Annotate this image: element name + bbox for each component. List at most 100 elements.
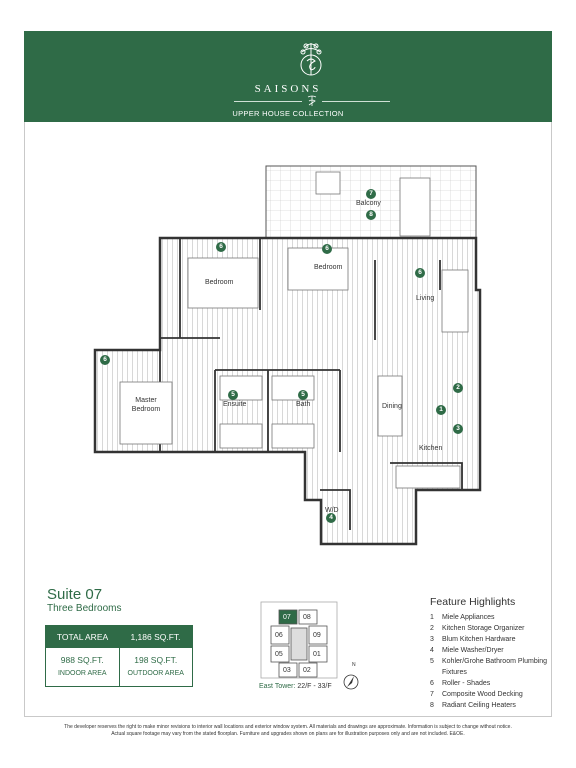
area-total-row: TOTAL AREA 1,186 SQ.FT. [46,626,192,648]
feature-number: 3 [430,636,434,643]
key-label-05: 05 [275,651,283,658]
kitchen-island [395,465,461,489]
room-label-balcony: Balcony [356,200,381,207]
dining-table [377,375,403,437]
feature-number: 4 [430,647,434,654]
room-label-master-bedroom: Master Bedroom [131,397,161,413]
indoor-area-label: INDOOR AREA [57,670,107,677]
feature-text: Miele Washer/Dryer [442,647,504,654]
feature-marker: 6 [216,242,226,252]
balcony-table [399,177,431,237]
feature-text: Roller - Shades [442,680,491,687]
feature-item: 4 Miele Washer/Dryer [430,645,550,656]
feature-marker: 5 [228,390,238,400]
collection-name: UPPER HOUSE COLLECTION [232,109,344,118]
key-unit-09 [308,625,328,645]
total-area-label: TOTAL AREA [56,632,109,642]
compass-label: N [352,662,356,668]
room-label-bedroom-2: Bedroom [314,264,343,271]
feature-text: Kohler/Grohe Bathroom Plumbing Fixtures [442,658,548,676]
bath-tub [271,423,315,449]
feature-text: Blum Kitchen Hardware [442,636,516,643]
feature-number: 1 [430,614,434,621]
key-label-01: 01 [313,651,321,658]
feature-number: 7 [430,691,434,698]
bed-1 [187,257,259,309]
compass-icon [343,674,359,690]
indoor-area-cell: 988 SQ.FT. INDOOR AREA [46,648,119,686]
features-title: Feature Highlights [430,596,516,608]
ensuite-vanity [219,375,263,401]
feature-marker: 2 [453,383,463,393]
brand-divider-left [234,101,302,102]
feature-marker: 6 [322,244,332,254]
suite-title: Suite 07 [47,586,103,603]
key-plan [260,601,338,679]
feature-text: Kitchen Storage Organizer [442,625,525,632]
tower-label: East Tower: [259,683,296,690]
disclaimer: The developer reserves the right to make… [64,724,512,737]
outdoor-area-cell: 198 SQ.FT. OUTDOOR AREA [118,648,193,686]
feature-marker: 1 [436,405,446,415]
header-banner: SAISONS UPPER HOUSE COLLECTION [24,31,552,122]
key-label-08: 08 [303,614,311,621]
feature-marker: 8 [366,210,376,220]
outdoor-area-value: 198 SQ.FT. [134,655,178,665]
tower-info: East Tower: 22/F - 33/F [259,683,332,690]
balcony-area [265,165,477,239]
room-label-wd: W/D [325,507,339,514]
tree-logo-icon [300,43,322,76]
balcony-chair [315,171,341,195]
floor-plan-drawing [93,165,482,546]
key-unit-07 [278,609,298,625]
feature-number: 8 [430,702,434,709]
feature-number: 2 [430,625,434,632]
ensuite-tub [219,423,263,449]
bed-2 [287,247,349,291]
key-label-02: 02 [303,667,311,674]
key-unit-08 [298,609,318,625]
suite-subtitle: Three Bedrooms [47,603,122,614]
area-breakdown-row: 988 SQ.FT. INDOOR AREA 198 SQ.FT. OUTDOO… [46,648,192,686]
room-label-kitchen: Kitchen [419,445,443,452]
feature-text: Composite Wood Decking [442,691,523,698]
key-unit-06 [270,625,290,645]
feature-item: 7 Composite Wood Decking [430,689,550,700]
key-label-03: 03 [283,667,291,674]
feature-marker: 3 [453,424,463,434]
key-unit-03 [278,662,298,678]
feature-item: 8 Radiant Ceiling Heaters [430,700,550,711]
room-label-dining: Dining [382,403,402,410]
key-core [290,627,308,661]
total-area-value: 1,186 SQ.FT. [130,632,181,642]
feature-marker: 5 [298,390,308,400]
brand-divider-right [322,101,390,102]
sofa [441,269,469,333]
tower-floors: 22/F - 33/F [297,683,332,690]
feature-number: 6 [430,680,434,687]
brand-name: SAISONS [254,83,322,95]
master-bed [119,381,173,445]
room-label-bath: Bath [296,401,311,408]
key-label-06: 06 [275,632,283,639]
room-label-bedroom-1: Bedroom [205,279,234,286]
key-unit-05 [270,645,290,663]
key-label-09: 09 [313,632,321,639]
feature-item: 6 Roller - Shades [430,678,550,689]
room-label-living: Living [416,295,435,302]
feature-marker: 6 [100,355,110,365]
key-label-07: 07 [283,614,291,621]
indoor-area-value: 988 SQ.FT. [60,655,104,665]
outdoor-area-label: OUTDOOR AREA [127,670,184,677]
feature-item: 2 Kitchen Storage Organizer [430,623,550,634]
feature-marker: 6 [415,268,425,278]
room-label-ensuite: Ensuite [223,401,247,408]
feature-marker: 7 [366,189,376,199]
key-unit-02 [298,662,318,678]
floor-plan: Balcony Bedroom Bedroom Living Master Be… [90,160,490,550]
feature-text: Radiant Ceiling Heaters [442,702,516,709]
monogram-icon [307,95,317,106]
